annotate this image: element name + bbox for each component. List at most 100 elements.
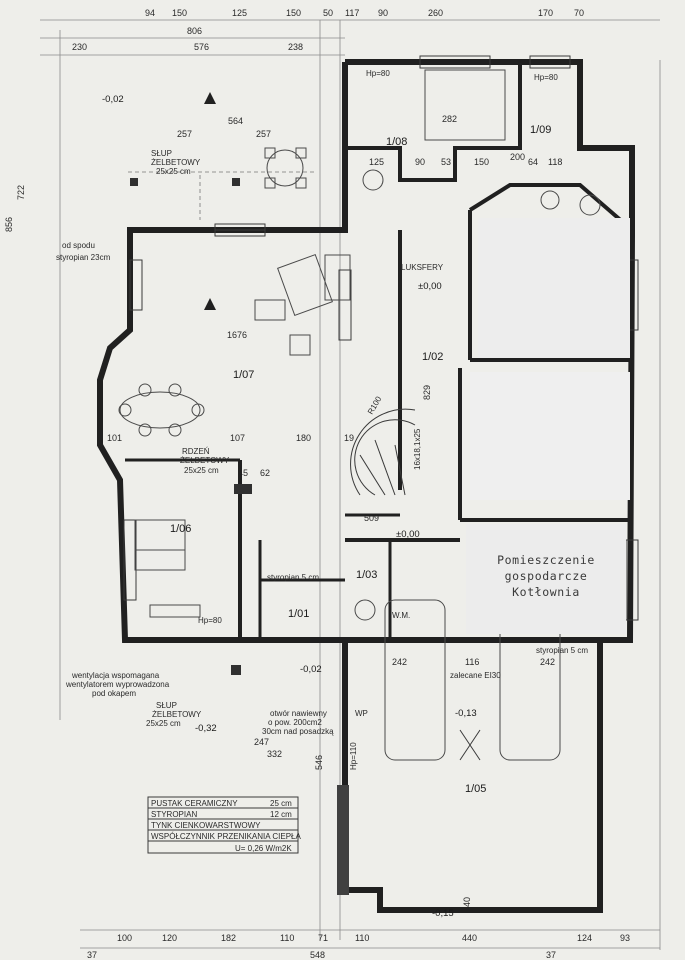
- svg-text:110: 110: [280, 933, 294, 943]
- svg-text:±0,00: ±0,00: [396, 529, 420, 540]
- svg-text:93: 93: [620, 933, 630, 943]
- svg-text:TYNK CIENKOWARSTWOWY: TYNK CIENKOWARSTWOWY: [151, 821, 261, 830]
- svg-text:150: 150: [286, 8, 301, 18]
- svg-text:-0,13: -0,13: [455, 708, 477, 719]
- svg-text:±0,00: ±0,00: [418, 281, 442, 292]
- svg-text:50: 50: [323, 8, 333, 18]
- utility-room-fill: [466, 524, 626, 634]
- svg-text:25x25 cm: 25x25 cm: [146, 719, 181, 728]
- svg-text:37: 37: [87, 950, 97, 960]
- svg-text:53: 53: [441, 157, 451, 167]
- construction-lines: [40, 19, 661, 950]
- svg-text:Hp=110: Hp=110: [349, 742, 358, 770]
- side-dimensions: 856 722 546 440: [4, 185, 472, 912]
- material-legend: PUSTAK CERAMICZNY 25 cm STYROPIAN 12 cm …: [147, 796, 301, 854]
- svg-text:R100: R100: [366, 394, 384, 416]
- svg-text:37: 37: [546, 950, 556, 960]
- svg-text:509: 509: [364, 513, 379, 523]
- svg-text:257: 257: [256, 129, 271, 139]
- svg-text:282: 282: [442, 114, 457, 124]
- level-marks: -0,02 ±0,00 ±0,00 -0,02 -0,32 -0,13 -0,1…: [102, 92, 477, 919]
- svg-text:ŻELBETOWY: ŻELBETOWY: [151, 158, 201, 167]
- svg-text:1/08: 1/08: [386, 136, 407, 148]
- svg-text:150: 150: [172, 8, 187, 18]
- svg-text:116: 116: [465, 657, 479, 667]
- svg-text:Hp=80: Hp=80: [366, 69, 390, 78]
- svg-text:ŻELBETOWY: ŻELBETOWY: [180, 456, 230, 465]
- svg-text:1/09: 1/09: [530, 124, 551, 136]
- svg-text:90: 90: [415, 157, 425, 167]
- furniture: [118, 69, 601, 761]
- svg-text:wentylacja wspomagana: wentylacja wspomagana: [71, 671, 160, 680]
- svg-text:722: 722: [16, 185, 26, 200]
- svg-text:170: 170: [538, 8, 553, 18]
- svg-text:260: 260: [428, 8, 443, 18]
- interior-dimensions: 1676 509 829 332 247 242 116 242 107 180…: [107, 330, 555, 759]
- svg-text:19: 19: [344, 433, 354, 443]
- svg-text:230: 230: [72, 42, 87, 52]
- blank-patch-b: [470, 372, 630, 500]
- svg-text:90: 90: [378, 8, 388, 18]
- svg-text:PUSTAK CERAMICZNY: PUSTAK CERAMICZNY: [151, 799, 238, 808]
- svg-text:101: 101: [107, 433, 122, 443]
- svg-text:1/03: 1/03: [356, 569, 377, 581]
- svg-text:zalecane EI30: zalecane EI30: [450, 671, 501, 680]
- svg-text:-0,32: -0,32: [195, 723, 217, 734]
- svg-text:125: 125: [232, 8, 247, 18]
- svg-text:1/01: 1/01: [288, 608, 309, 620]
- svg-text:1676: 1676: [227, 330, 247, 340]
- plan-notes: LUKSFERY SŁUP ŻELBETOWY 25x25 cm SŁUP ŻE…: [56, 69, 588, 770]
- svg-text:1/07: 1/07: [233, 369, 254, 381]
- svg-text:247: 247: [254, 737, 269, 747]
- spiral-stair: 16x18,1x25 R100: [350, 394, 422, 496]
- windows: [123, 55, 639, 675]
- svg-text:242: 242: [540, 657, 555, 667]
- utility-room-label: Pomieszczenie gospodarcze Kotłownia: [466, 552, 626, 600]
- svg-text:styropian 5 cm: styropian 5 cm: [536, 646, 588, 655]
- svg-text:806: 806: [187, 26, 202, 36]
- svg-text:564: 564: [228, 116, 243, 126]
- svg-text:od spodu: od spodu: [62, 241, 95, 250]
- svg-text:25x25 cm: 25x25 cm: [184, 466, 219, 475]
- svg-text:257: 257: [177, 129, 192, 139]
- svg-text:64: 64: [528, 157, 538, 167]
- svg-text:W.M.: W.M.: [392, 611, 410, 620]
- svg-text:238: 238: [288, 42, 303, 52]
- svg-text:440: 440: [462, 897, 472, 912]
- label-line-2: gospodarcze: [504, 569, 588, 583]
- svg-text:STYROPIAN: STYROPIAN: [151, 810, 197, 819]
- top-dimensions: 94 150 125 150 50 117 90 260 170 70 806 …: [72, 8, 584, 167]
- svg-text:117: 117: [345, 8, 359, 18]
- svg-text:RDZEŃ: RDZEŃ: [182, 447, 210, 456]
- svg-text:120: 120: [162, 933, 177, 943]
- svg-text:125: 125: [369, 157, 384, 167]
- svg-text:30cm nad posadzką: 30cm nad posadzką: [262, 727, 334, 736]
- svg-text:WSPÓŁCZYNNIK PRZENIKANIA CIEPŁ: WSPÓŁCZYNNIK PRZENIKANIA CIEPŁA: [151, 832, 301, 841]
- room-labels: 1/01 1/02 1/03 1/05 1/06 1/07 1/08 1/09: [170, 124, 551, 795]
- svg-text:Hp=80: Hp=80: [198, 616, 222, 625]
- svg-text:546: 546: [314, 755, 324, 770]
- svg-text:LUKSFERY: LUKSFERY: [401, 263, 444, 272]
- svg-text:Hp=80: Hp=80: [534, 73, 558, 82]
- svg-text:1/05: 1/05: [465, 783, 486, 795]
- svg-text:SŁUP: SŁUP: [156, 701, 177, 710]
- label-line-1: Pomieszczenie: [497, 553, 595, 567]
- svg-text:829: 829: [422, 385, 432, 400]
- svg-text:856: 856: [4, 217, 14, 232]
- svg-text:118: 118: [548, 157, 562, 167]
- svg-text:16x18,1x25: 16x18,1x25: [413, 428, 422, 470]
- svg-text:182: 182: [221, 933, 236, 943]
- svg-text:440: 440: [462, 933, 477, 943]
- svg-text:576: 576: [194, 42, 209, 52]
- svg-text:12 cm: 12 cm: [270, 810, 292, 819]
- blank-patch-a: [478, 218, 630, 358]
- svg-text:1/06: 1/06: [170, 523, 191, 535]
- svg-text:WP: WP: [355, 709, 368, 718]
- svg-text:94: 94: [145, 8, 155, 18]
- svg-text:242: 242: [392, 657, 407, 667]
- svg-text:styropian 5 cm: styropian 5 cm: [267, 573, 319, 582]
- svg-text:548: 548: [310, 950, 325, 960]
- svg-text:wentylatorem wyprowadzona: wentylatorem wyprowadzona: [65, 680, 170, 689]
- svg-text:pod okapem: pod okapem: [92, 689, 136, 698]
- svg-text:62: 62: [260, 468, 270, 478]
